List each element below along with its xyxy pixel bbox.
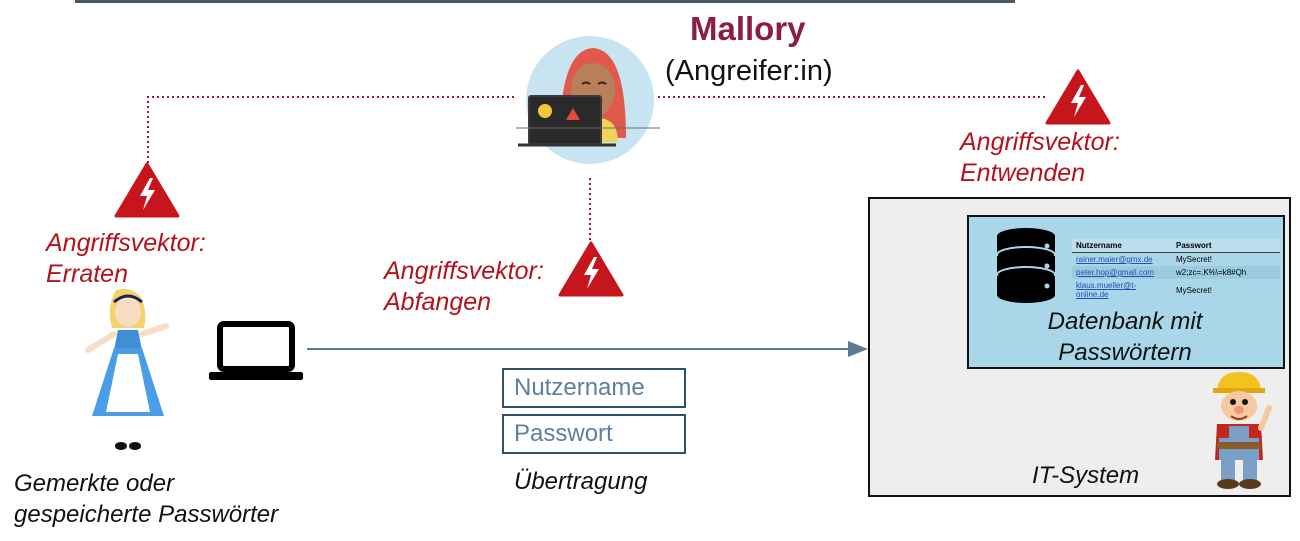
vector-guess-label: Angriffsvektor: Erraten	[46, 228, 206, 290]
table-row: klaus.mueller@t-online.de MySecret!	[1072, 279, 1280, 301]
vector-steal-line2: Entwenden	[960, 159, 1086, 187]
vector-guess-line1: Angriffsvektor:	[46, 229, 206, 257]
attacker-role: (Angreifer:in)	[665, 55, 833, 87]
password-table: Nutzername Passwort rainer.maier@gmx.de …	[1072, 239, 1280, 301]
database-icon	[996, 228, 1056, 303]
vector-intercept-line1: Angriffsvektor:	[384, 257, 544, 285]
username-field: Nutzername	[502, 368, 686, 408]
database-label-line2: Passwörtern	[1058, 339, 1192, 366]
table-cell-username: peter.hop@gmail.com	[1072, 266, 1172, 279]
vector-steal-label: Angriffsvektor: Entwenden	[960, 127, 1120, 189]
user-label-line1: Gemerkte oder	[14, 470, 175, 497]
vector-guess-line2: Erraten	[46, 260, 128, 288]
vector-steal-line1: Angriffsvektor:	[960, 128, 1120, 156]
table-cell-username: rainer.maier@gmx.de	[1076, 255, 1153, 264]
hacker-avatar-icon	[516, 36, 660, 164]
attacker-name: Mallory	[690, 10, 806, 47]
user-label-line2: gespeicherte Passwörter	[14, 501, 279, 528]
user-label: Gemerkte oder gespeicherte Passwörter	[14, 468, 278, 530]
table-cell-password: w2;zc=.K%\=k8#Qh	[1172, 266, 1280, 279]
warning-steal-icon	[1045, 69, 1111, 125]
table-row: peter.hop@gmail.com w2;zc=.K%\=k8#Qh	[1072, 266, 1280, 279]
database-label-line1: Datenbank mit	[1047, 308, 1203, 335]
user-figure-icon	[85, 288, 169, 450]
vector-intercept-label: Angriffsvektor: Abfangen	[384, 256, 544, 318]
warning-intercept-icon	[558, 241, 624, 297]
table-row: rainer.maier@gmx.de MySecret!	[1072, 253, 1280, 267]
transmission-label: Übertragung	[514, 468, 648, 495]
table-header-username: Nutzername	[1072, 239, 1172, 253]
table-cell-username: klaus.mueller@t-online.de	[1076, 281, 1137, 299]
database-label: Datenbank mit Passwörtern	[1047, 306, 1203, 368]
password-field: Passwort	[502, 414, 686, 454]
table-cell-password: MySecret!	[1176, 285, 1213, 295]
table-header-password: Passwort	[1172, 239, 1280, 253]
table-cell-password: MySecret!	[1176, 255, 1213, 264]
warning-guess-icon	[114, 162, 180, 218]
vector-intercept-line2: Abfangen	[384, 288, 492, 316]
admin-figure-icon	[1213, 372, 1272, 489]
guess-dotted-line	[147, 96, 515, 183]
it-system-label: IT-System	[1032, 462, 1140, 489]
laptop-icon	[209, 321, 303, 380]
top-rule	[75, 0, 1015, 3]
table-header-row: Nutzername Passwort	[1072, 239, 1280, 253]
